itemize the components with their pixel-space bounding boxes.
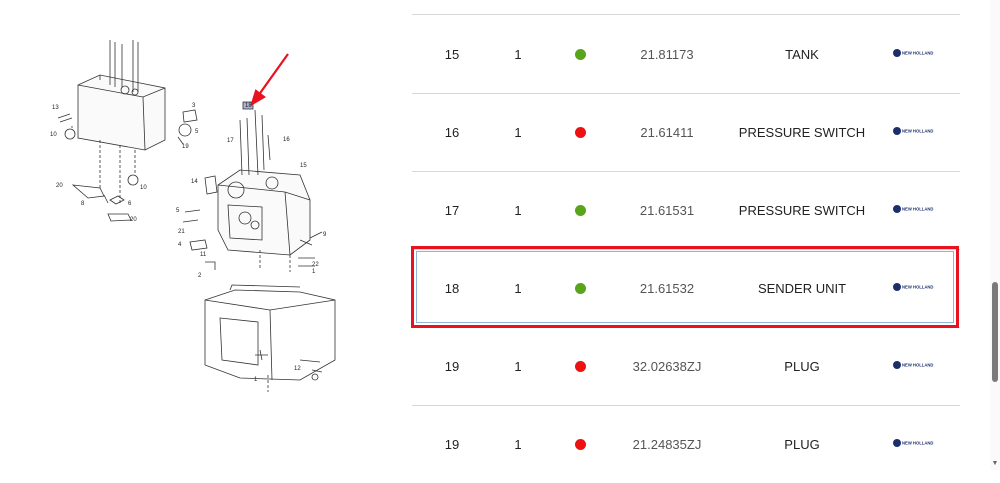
quantity: 1 xyxy=(514,436,522,452)
svg-text:4: 4 xyxy=(178,242,182,248)
svg-text:NEW HOLLAND: NEW HOLLAND xyxy=(902,363,933,368)
quantity: 1 xyxy=(514,46,522,62)
position-number: 19 xyxy=(444,358,460,374)
part-code: 21.61531 xyxy=(639,202,695,218)
vertical-scrollbar[interactable]: ▼ xyxy=(990,0,1000,470)
position-number: 18 xyxy=(444,280,460,296)
part-code: 21.24835ZJ xyxy=(632,436,702,452)
svg-text:1: 1 xyxy=(254,377,258,383)
svg-text:12: 12 xyxy=(294,366,301,372)
quantity: 1 xyxy=(514,124,522,140)
availability-dot-unavailable xyxy=(575,439,586,450)
part-description: SENDER UNIT xyxy=(757,280,847,296)
svg-text:20: 20 xyxy=(130,217,137,223)
position-number: 16 xyxy=(444,124,460,140)
table-top-divider xyxy=(412,14,960,15)
part-description: TANK xyxy=(785,46,819,62)
quantity: 1 xyxy=(514,280,522,296)
svg-text:2: 2 xyxy=(198,273,202,279)
part-description: PLUG xyxy=(784,358,820,374)
svg-text:15: 15 xyxy=(300,163,307,169)
svg-text:NEW HOLLAND: NEW HOLLAND xyxy=(902,285,933,290)
availability-dot-available xyxy=(575,283,586,294)
svg-text:10: 10 xyxy=(140,185,147,191)
table-row[interactable]: 16 1 21.61411 PRESSURE SWITCH NEW HOLLAN… xyxy=(412,93,960,172)
availability-dot-available xyxy=(575,49,586,60)
svg-text:NEW HOLLAND: NEW HOLLAND xyxy=(902,441,933,446)
svg-text:6: 6 xyxy=(128,201,132,207)
availability-dot-available xyxy=(575,205,586,216)
svg-text:21: 21 xyxy=(178,229,185,235)
new-holland-logo: NEW HOLLAND xyxy=(893,361,933,369)
svg-text:14: 14 xyxy=(191,179,198,185)
svg-text:NEW HOLLAND: NEW HOLLAND xyxy=(902,207,933,212)
part-code: 32.02638ZJ xyxy=(632,358,702,374)
svg-text:16: 16 xyxy=(283,137,290,143)
part-code: 21.81173 xyxy=(640,46,694,62)
availability-dot-unavailable xyxy=(575,127,586,138)
quantity: 1 xyxy=(514,358,522,374)
scroll-down-arrow-icon[interactable]: ▼ xyxy=(991,460,999,467)
availability-dot-unavailable xyxy=(575,361,586,372)
new-holland-logo: NEW HOLLAND xyxy=(893,283,933,291)
svg-text:10: 10 xyxy=(50,132,57,138)
svg-text:13: 13 xyxy=(52,105,59,111)
part-code: 21.61411 xyxy=(640,124,694,140)
table-row[interactable]: 17 1 21.61531 PRESSURE SWITCH NEW HOLLAN… xyxy=(412,171,960,250)
table-row[interactable]: 19 1 21.24835ZJ PLUG NEW HOLLAND xyxy=(412,405,960,483)
exploded-parts-diagram[interactable]: 13 10 3 5 19 20 8 6 10 20 18 17 16 15 14… xyxy=(0,0,400,470)
quantity: 1 xyxy=(514,202,522,218)
svg-text:5: 5 xyxy=(176,208,180,214)
svg-text:3: 3 xyxy=(192,103,196,109)
position-number: 15 xyxy=(444,46,460,62)
svg-text:11: 11 xyxy=(200,252,207,258)
svg-text:1: 1 xyxy=(312,269,316,275)
new-holland-logo: NEW HOLLAND xyxy=(893,439,933,447)
svg-text:18: 18 xyxy=(245,103,252,109)
position-number: 17 xyxy=(444,202,460,218)
diagram-drawing: 13 10 3 5 19 20 8 6 10 20 18 17 16 15 14… xyxy=(50,40,336,392)
svg-text:8: 8 xyxy=(81,201,85,207)
svg-text:19: 19 xyxy=(182,144,189,150)
new-holland-logo: NEW HOLLAND xyxy=(893,205,933,213)
position-number: 19 xyxy=(444,436,460,452)
svg-text:NEW HOLLAND: NEW HOLLAND xyxy=(902,129,933,134)
svg-text:20: 20 xyxy=(56,183,63,189)
part-description: PRESSURE SWITCH xyxy=(738,124,866,140)
svg-text:22: 22 xyxy=(312,262,319,268)
new-holland-logo: NEW HOLLAND xyxy=(893,127,933,135)
table-row-highlighted[interactable]: 18 1 21.61532 SENDER UNIT NEW HOLLAND xyxy=(412,249,960,328)
new-holland-logo: NEW HOLLAND xyxy=(893,49,933,57)
table-row[interactable]: 19 1 32.02638ZJ PLUG NEW HOLLAND xyxy=(412,327,960,406)
svg-text:9: 9 xyxy=(323,232,327,238)
scrollbar-thumb[interactable] xyxy=(992,282,998,382)
part-description: PLUG xyxy=(784,436,820,452)
part-code: 21.61532 xyxy=(639,280,695,296)
svg-text:5: 5 xyxy=(195,129,199,135)
svg-text:NEW HOLLAND: NEW HOLLAND xyxy=(902,51,933,56)
svg-text:17: 17 xyxy=(227,138,234,144)
parts-table: 15 1 21.81173 TANK NEW HOLLAND 16 1 21.6… xyxy=(412,0,960,470)
part-description: PRESSURE SWITCH xyxy=(738,202,866,218)
table-row[interactable]: 15 1 21.81173 TANK NEW HOLLAND xyxy=(412,15,960,94)
